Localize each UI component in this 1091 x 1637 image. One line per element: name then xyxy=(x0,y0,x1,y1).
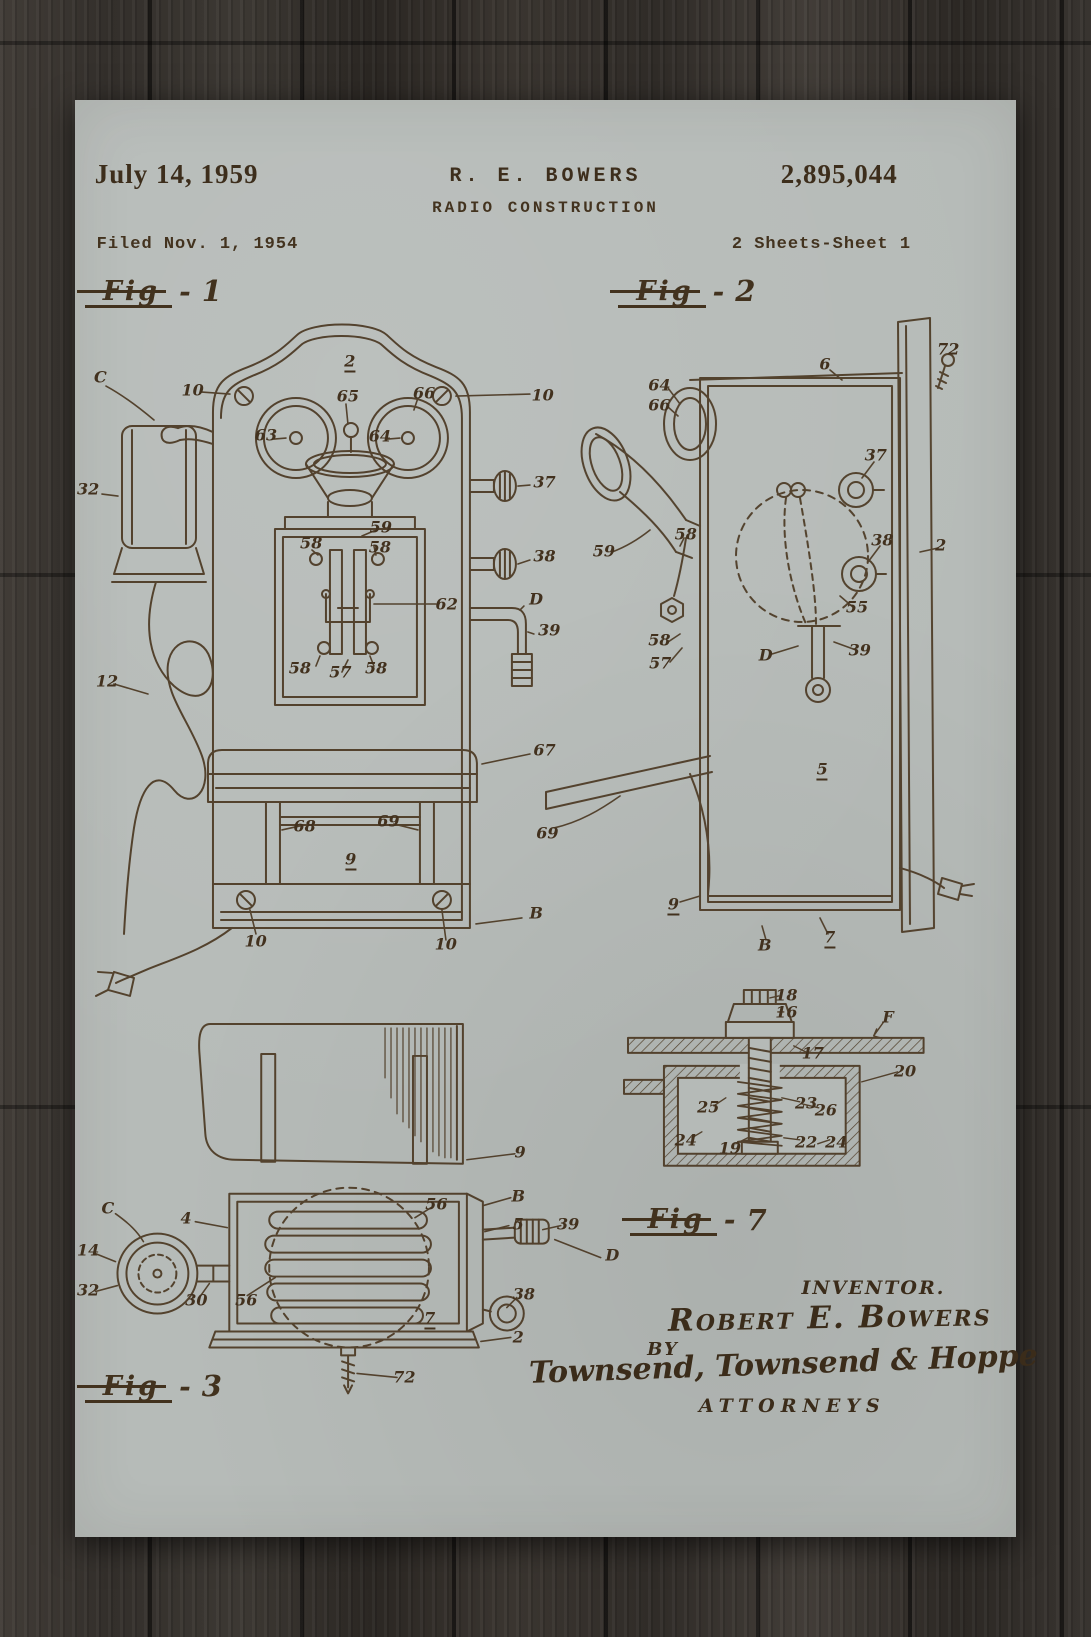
inventor-caption: INVENTOR. xyxy=(801,1277,945,1299)
fig3-slats xyxy=(261,1054,427,1164)
fig2-caption-num: 2 xyxy=(735,274,755,308)
fig1-caption-word: Fig xyxy=(95,274,168,309)
fig3-shelf-slab xyxy=(199,1024,463,1164)
fig2-knobs xyxy=(839,473,886,591)
fig1-receiver xyxy=(112,426,213,582)
fig2-leader-lines xyxy=(554,370,938,940)
attorneys-caption: ATTORNEYS xyxy=(699,1395,886,1417)
fig2-wall-board xyxy=(898,318,934,932)
fig1-side-knobs xyxy=(470,471,516,579)
inventor-signature: Robert E. Bowers xyxy=(668,1297,992,1339)
fig3-leader-lines xyxy=(96,1154,601,1378)
fig2-cabinet-side xyxy=(690,373,902,910)
fig7-caption-sep: - xyxy=(724,1203,736,1236)
fig1-power-cord xyxy=(96,928,232,996)
fig2-mounting-screw xyxy=(936,354,954,389)
fig1-receiver-cord xyxy=(124,582,213,934)
fig1-drawing xyxy=(85,312,565,972)
fig1-caption-sep: - xyxy=(179,275,191,308)
fig3-side-crank-knobs xyxy=(483,1220,549,1331)
fig2-power-cord xyxy=(900,868,974,900)
fig2-shelf-side xyxy=(546,756,712,894)
fig1-transmitter xyxy=(285,451,415,529)
fig7-mounting-board xyxy=(628,1038,924,1053)
sheet-info: 2 Sheets-Sheet 1 xyxy=(732,235,911,254)
fig1-switch-panel xyxy=(275,529,425,705)
patent-poster: July 14, 1959 R. E. BOWERS RADIO CONSTRU… xyxy=(75,100,1016,1537)
fig3-speaker-louvers xyxy=(265,1188,431,1348)
fig2-caption-word: Fig xyxy=(628,274,701,309)
fig3-hanging-screw xyxy=(341,1347,355,1393)
patent-title: RADIO CONSTRUCTION xyxy=(75,199,1016,217)
fig1-caption: Fig - 1 xyxy=(95,274,222,309)
fig7-caption-word: Fig xyxy=(640,1202,713,1237)
fig2-drawing xyxy=(540,312,970,962)
patent-number: 2,895,044 xyxy=(781,159,898,190)
fig7-caption: Fig - 7 xyxy=(640,1202,767,1237)
fig7-drawing xyxy=(622,982,932,1182)
fig1-crank xyxy=(470,608,532,686)
fig3-drawing xyxy=(95,1018,635,1397)
filed-date: Filed Nov. 1, 1954 xyxy=(97,235,299,254)
fig1-shelf xyxy=(208,750,477,802)
fig3-receiver-bell xyxy=(118,1234,230,1314)
fig7-caption-num: 7 xyxy=(747,1203,767,1237)
fig1-caption-num: 1 xyxy=(202,274,222,308)
fig2-pendulum xyxy=(798,626,840,702)
fig2-receiver-horn xyxy=(572,421,700,622)
fig3-base-trim xyxy=(209,1331,479,1347)
fig1-lower-frame xyxy=(266,802,434,884)
fig2-caption-sep: - xyxy=(713,275,725,308)
fig2-caption: Fig - 2 xyxy=(628,274,755,309)
